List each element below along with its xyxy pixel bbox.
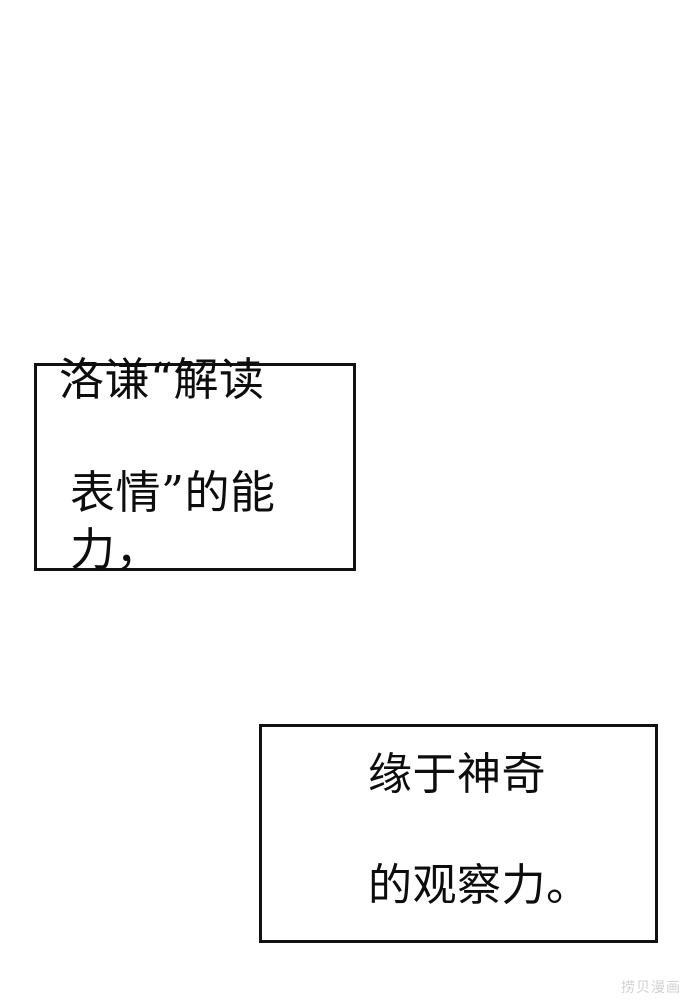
- narration-box-1-line-1: 洛谦“解读: [59, 352, 265, 406]
- narration-box-2-text: 缘于神奇 的观察力。: [262, 692, 591, 975]
- narration-box-1-text: 洛谦“解读 表情”的能力，: [37, 295, 353, 639]
- narration-box-2-line-1: 缘于神奇: [368, 749, 546, 801]
- narration-box-2-line-2: 的观察力。: [368, 860, 591, 912]
- narration-box-2: 缘于神奇 的观察力。: [259, 724, 658, 943]
- watermark-label: 捞贝漫画: [621, 980, 681, 996]
- narration-box-1: 洛谦“解读 表情”的能力，: [34, 353, 356, 576]
- narration-box-1-line-2: 表情”的能力，: [70, 466, 276, 576]
